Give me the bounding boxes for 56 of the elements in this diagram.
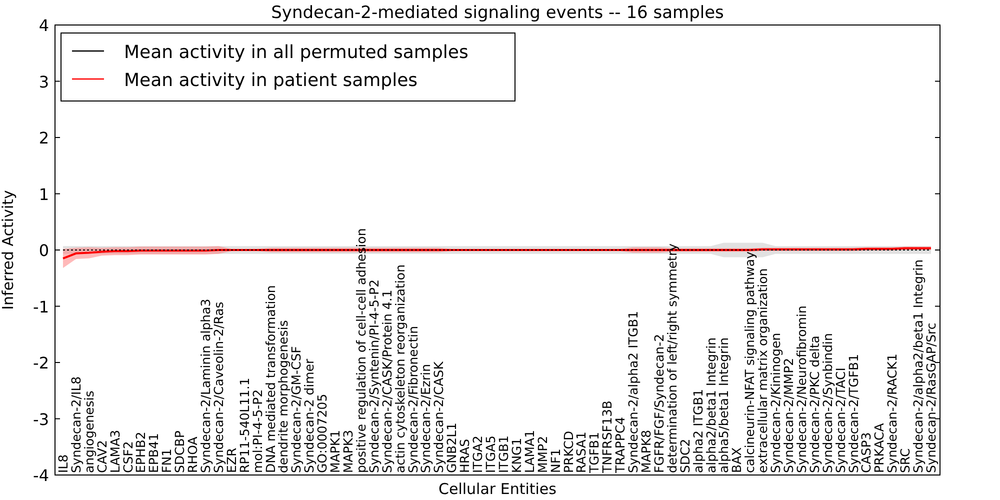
x-axis-label: Cellular Entities	[438, 480, 556, 498]
category-label: mol:PI-4-5-P2	[250, 389, 265, 473]
category-label: MMP2	[534, 436, 550, 473]
category-label: Syndecan-2/alpha2 ITGB1	[626, 310, 640, 473]
category-label: NF1	[548, 448, 563, 473]
category-label: positive regulation of cell-cell adhesion	[354, 228, 368, 473]
category-label: SDCBP	[172, 430, 188, 473]
legend-label: Mean activity in all permuted samples	[124, 42, 468, 63]
legend-label: Mean activity in patient samples	[124, 70, 418, 91]
category-label: RASA1	[574, 432, 589, 473]
category-label: Syndecan-2/Kininogen	[768, 332, 783, 473]
category-label: ITGA5	[483, 435, 498, 473]
category-label: ITGB1	[496, 435, 511, 473]
category-label: alpha2/beta1 Integrin	[703, 337, 718, 473]
tick-label: 1	[38, 184, 49, 204]
category-label: TRAPPC4	[612, 416, 628, 473]
category-label: FN1	[159, 448, 174, 473]
category-label: MAPK3	[340, 430, 356, 473]
tick-label: -1	[33, 297, 49, 316]
tick-label: -2	[33, 354, 49, 372]
category-label: CSF2	[120, 441, 136, 473]
category-label: KNG1	[508, 438, 524, 473]
tick-label: 4	[38, 16, 49, 35]
tick-label: 2	[38, 128, 49, 148]
category-label: TGFB1	[586, 432, 602, 473]
category-label: LAMA3	[107, 430, 122, 473]
category-label: Syndecan-2/RACK1	[884, 354, 900, 473]
category-label: EPB41	[146, 433, 162, 473]
category-label: DNA mediated transformation	[262, 285, 278, 473]
tick-label: -3	[33, 410, 49, 429]
category-label: TNFRSF13B	[600, 400, 615, 473]
category-label: calcineurin-NFAT signaling pathway	[742, 252, 758, 473]
category-label: PRKACA	[872, 423, 887, 473]
category-label: BAX	[729, 447, 744, 473]
tick-label: 3	[38, 72, 49, 92]
category-label: extracellular matrix organization	[755, 268, 770, 473]
category-label: RHOA	[185, 436, 200, 473]
category-label: PRKCD	[560, 430, 576, 473]
tick-label: 0	[38, 241, 49, 260]
category-label: Syndecan-2/IL8	[68, 376, 84, 473]
category-label: RP11-540L11.1	[236, 378, 252, 473]
category-label: MAPK1	[328, 430, 343, 473]
category-label: alpha2 ITGB1	[690, 388, 706, 473]
category-label: HRAS	[457, 438, 472, 473]
tick-label: -4	[33, 466, 49, 485]
category-label: FGFR/FGF/Syndecan-2	[651, 334, 666, 473]
category-label: ITGA2	[470, 435, 486, 473]
category-label: Syndecan-2/Laminin alpha3	[198, 298, 213, 473]
category-label: Syndecan-2/alpha2/beta1 Integrin	[910, 259, 926, 473]
category-label: LAMA1	[522, 430, 537, 473]
category-label: EPHB2	[133, 432, 148, 473]
category-label: IL8	[56, 454, 70, 473]
chart-title: Syndecan-2-mediated signaling events -- 16 samples	[271, 3, 724, 23]
category-label: SDC2	[677, 438, 692, 473]
y-axis-label: Inferred Activity	[0, 190, 17, 310]
category-label: dendrite morphogenesis	[276, 320, 291, 473]
